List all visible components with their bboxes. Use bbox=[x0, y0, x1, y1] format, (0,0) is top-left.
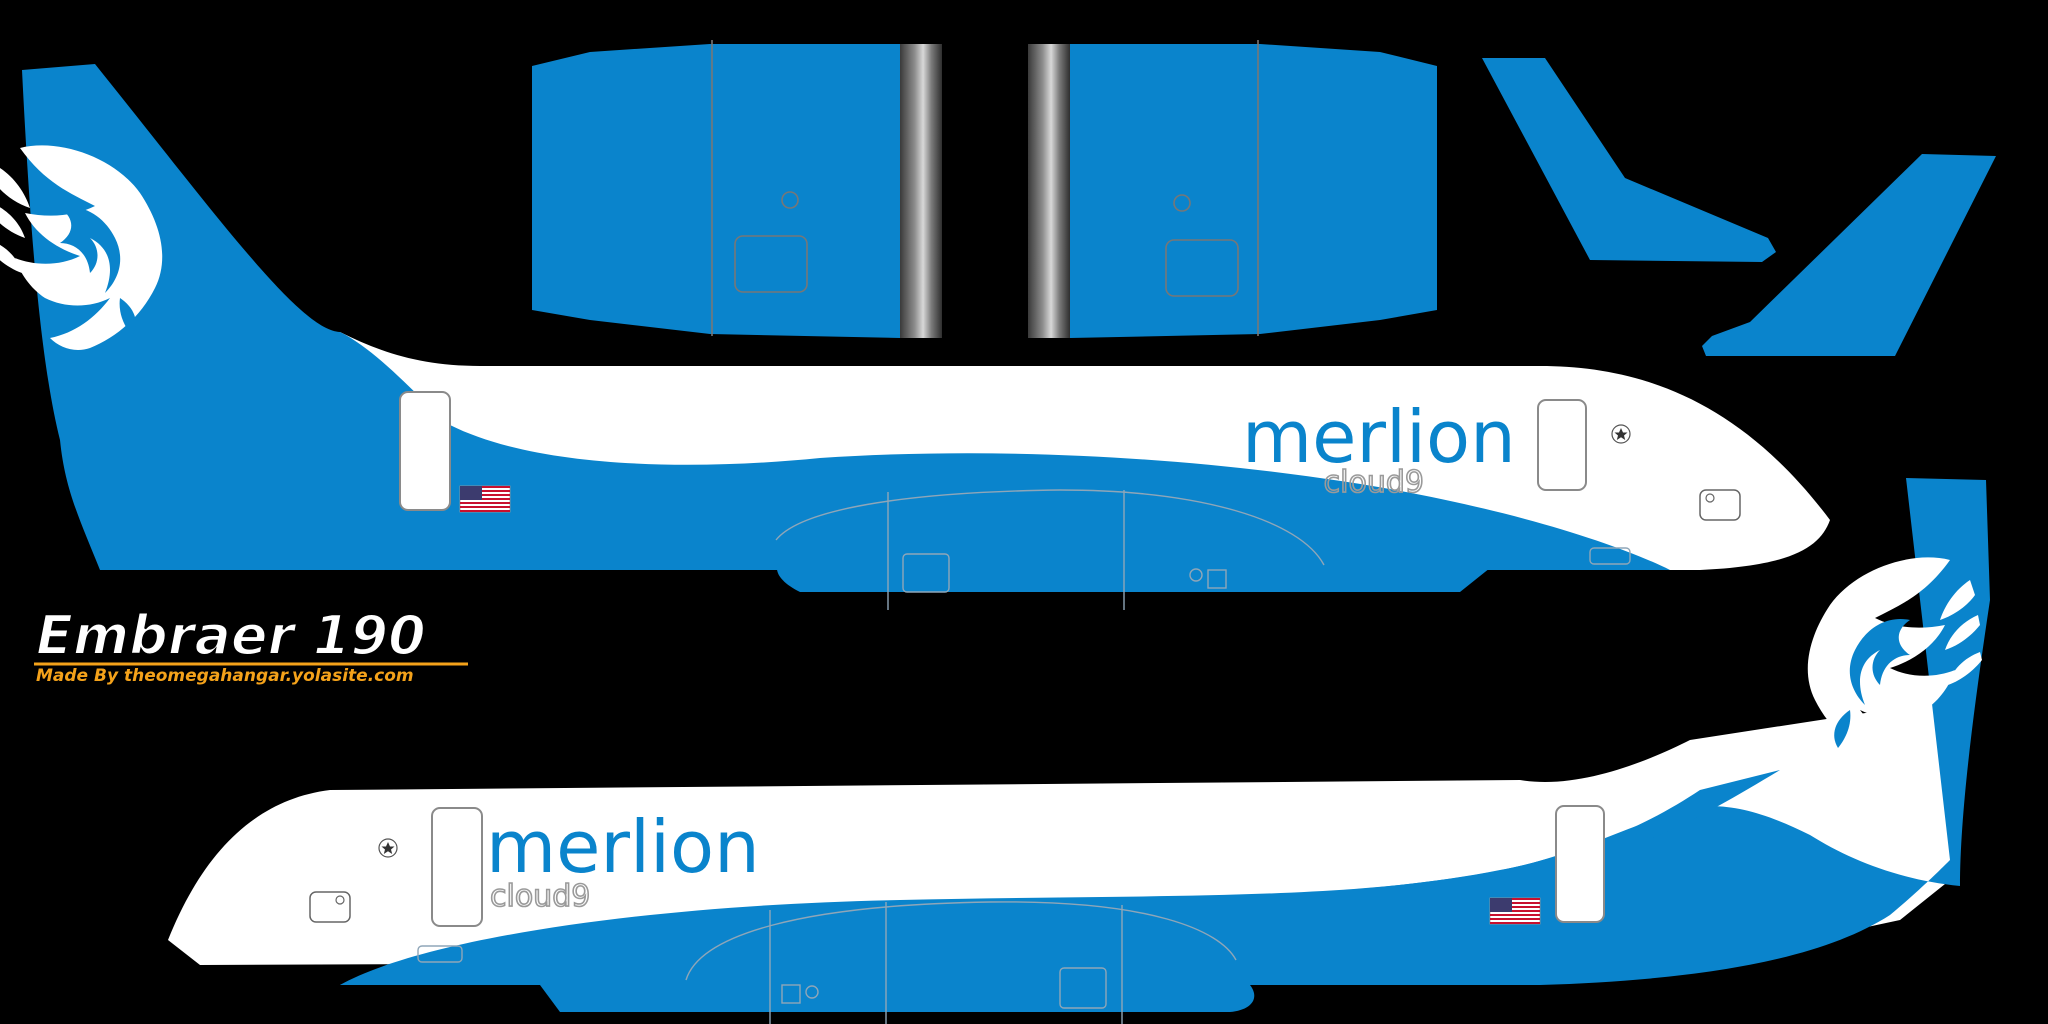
sub-brand-right: cloud9 bbox=[490, 879, 590, 914]
star-badge-icon bbox=[1611, 424, 1631, 444]
us-flag-icon bbox=[1489, 897, 1541, 925]
sub-brand-left: cloud9 bbox=[1324, 465, 1424, 500]
horizontal-stabilizer-right bbox=[1702, 154, 1996, 356]
star-badge-icon bbox=[378, 838, 398, 858]
fuselage-right: merlion cloud9 bbox=[168, 478, 1990, 1024]
credit-text: Made By theomegahangar.yolasite.com bbox=[36, 666, 414, 686]
engine-nacelle-left bbox=[532, 40, 942, 338]
fuselage-left: merlion cloud9 bbox=[0, 64, 1830, 610]
brand-wordmark-right: merlion bbox=[486, 805, 760, 889]
brand-wordmark-left: merlion bbox=[1242, 395, 1516, 479]
us-flag-icon bbox=[459, 485, 511, 513]
aircraft-title: Embraer 190 bbox=[36, 604, 426, 667]
horizontal-stabilizer-left bbox=[1482, 58, 1776, 262]
engine-nacelle-right bbox=[1028, 40, 1437, 338]
